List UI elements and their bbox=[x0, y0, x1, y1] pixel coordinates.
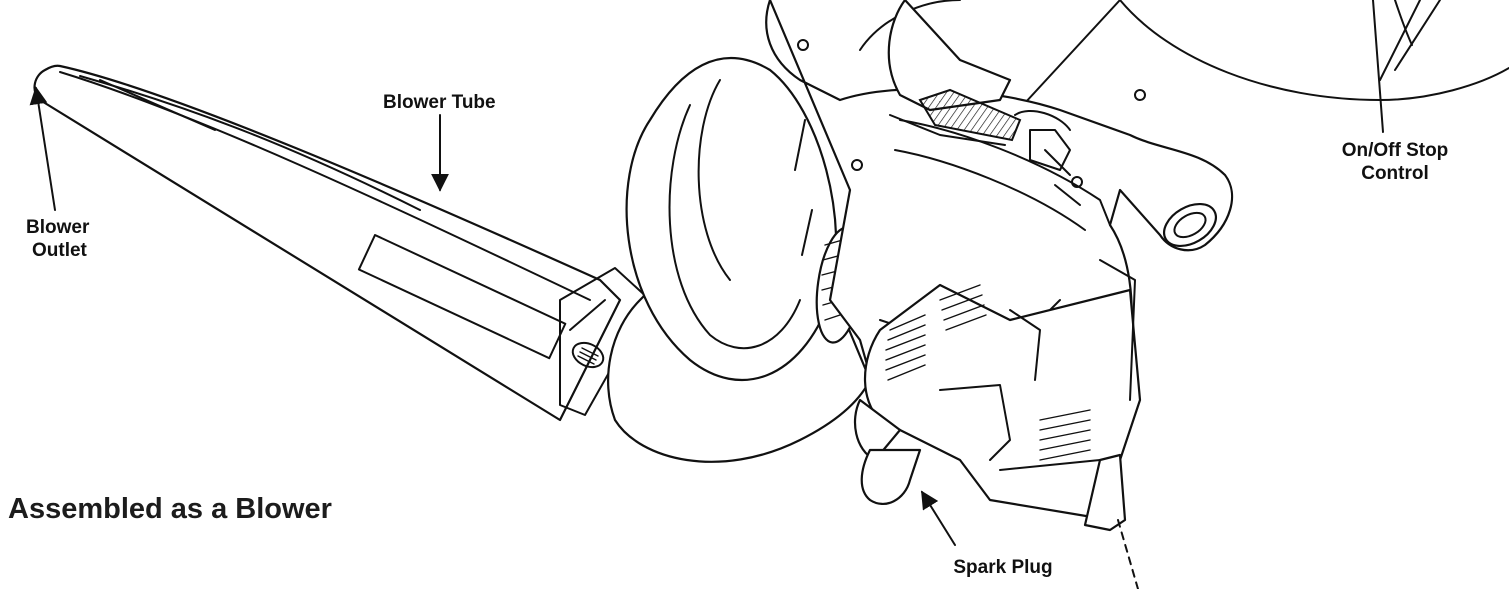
on-off-stop-label-line2: Control bbox=[1361, 163, 1429, 184]
throttle-trigger bbox=[887, 0, 1071, 146]
blower-outlet-arrow bbox=[29, 86, 56, 211]
zoom-inset bbox=[999, 0, 1509, 131]
figure-title: Assembled as a Blower bbox=[8, 493, 332, 525]
blower-outlet-label-line1: Blower bbox=[26, 217, 90, 238]
on-off-stop-label-line1: On/Off Stop bbox=[1342, 140, 1449, 161]
engine-cylinder bbox=[853, 259, 1142, 532]
leader-lines bbox=[29, 0, 1384, 589]
blower-tube bbox=[33, 64, 651, 422]
blower-tube-label: Blower Tube bbox=[383, 92, 496, 113]
spark-plug-arrow bbox=[921, 490, 956, 546]
on-off-leader bbox=[1372, 0, 1384, 133]
dashed-leader bbox=[1117, 519, 1139, 589]
spark-plug-label: Spark Plug bbox=[953, 557, 1052, 578]
blower-outlet-label-line2: Outlet bbox=[32, 240, 88, 261]
